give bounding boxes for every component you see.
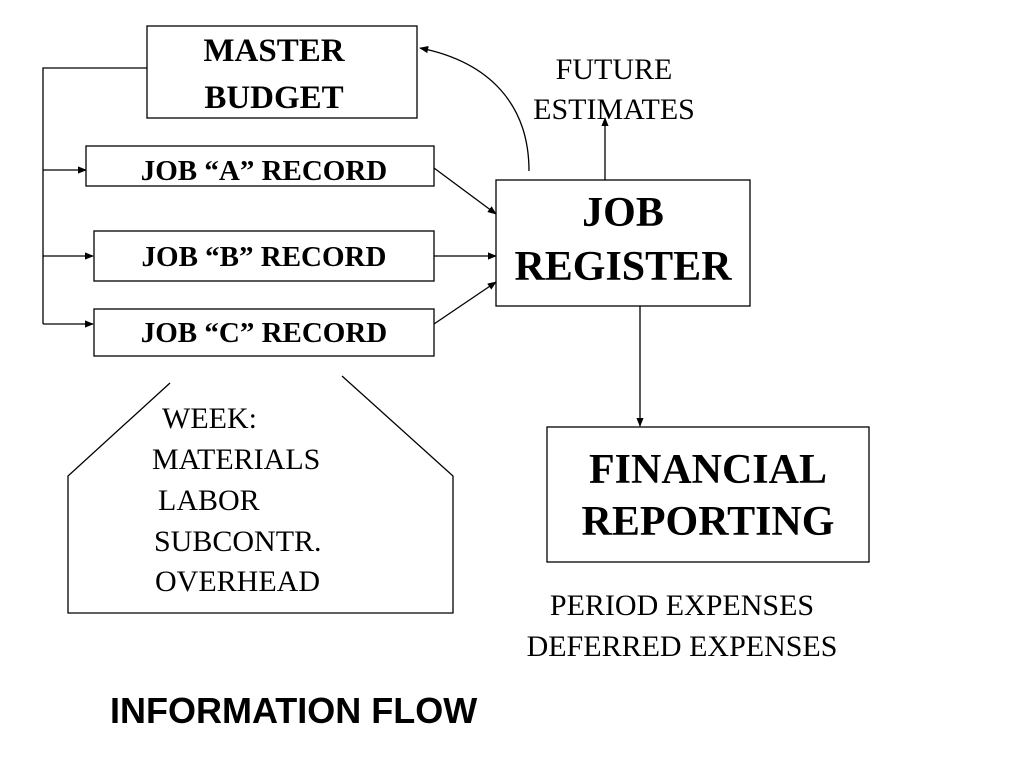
arrow-job-a-to-register — [433, 167, 497, 215]
period-expenses-label: PERIOD EXPENSES — [550, 589, 814, 622]
arrow-register-to-master-budget — [419, 46, 530, 172]
financial-reporting-label-line2: REPORTING — [582, 499, 835, 545]
job-b-record-node: JOB “B” RECORD — [93, 230, 435, 282]
master-budget-node: MASTER BUDGET — [146, 25, 418, 119]
job-c-record-node: JOB “C” RECORD — [93, 308, 435, 357]
future-estimates-label-line2: ESTIMATES — [533, 93, 695, 126]
job-register-node: JOB REGISTER — [495, 179, 751, 307]
week-panel: WEEK: MATERIALS LABOR SUBCONTR. OVERHEAD — [67, 375, 454, 614]
week-item-labor: LABOR — [158, 484, 260, 517]
deferred-expenses-label: DEFERRED EXPENSES — [527, 630, 838, 663]
week-item-subcontr: SUBCONTR. — [154, 525, 322, 558]
job-register-label-line2: REGISTER — [514, 244, 732, 290]
financial-reporting-label-line1: FINANCIAL — [589, 447, 827, 493]
week-item-overhead: OVERHEAD — [155, 565, 320, 598]
information-flow-title: INFORMATION FLOW — [110, 690, 477, 731]
job-a-record-label: JOB “A” RECORD — [141, 155, 388, 187]
week-heading: WEEK: — [162, 402, 257, 435]
week-item-materials: MATERIALS — [152, 443, 320, 476]
future-estimates-label-line1: FUTURE — [556, 53, 673, 86]
job-c-record-label: JOB “C” RECORD — [141, 317, 388, 349]
job-a-record-node: JOB “A” RECORD — [85, 145, 435, 187]
arrow-job-c-to-register — [433, 281, 497, 325]
master-budget-label-line1: MASTER — [203, 33, 345, 69]
job-b-record-label: JOB “B” RECORD — [142, 241, 387, 273]
master-budget-label-line2: BUDGET — [204, 80, 343, 116]
financial-reporting-node: FINANCIAL REPORTING — [546, 426, 870, 563]
job-register-label-line1: JOB — [582, 190, 664, 236]
distribution-bus — [42, 67, 147, 328]
